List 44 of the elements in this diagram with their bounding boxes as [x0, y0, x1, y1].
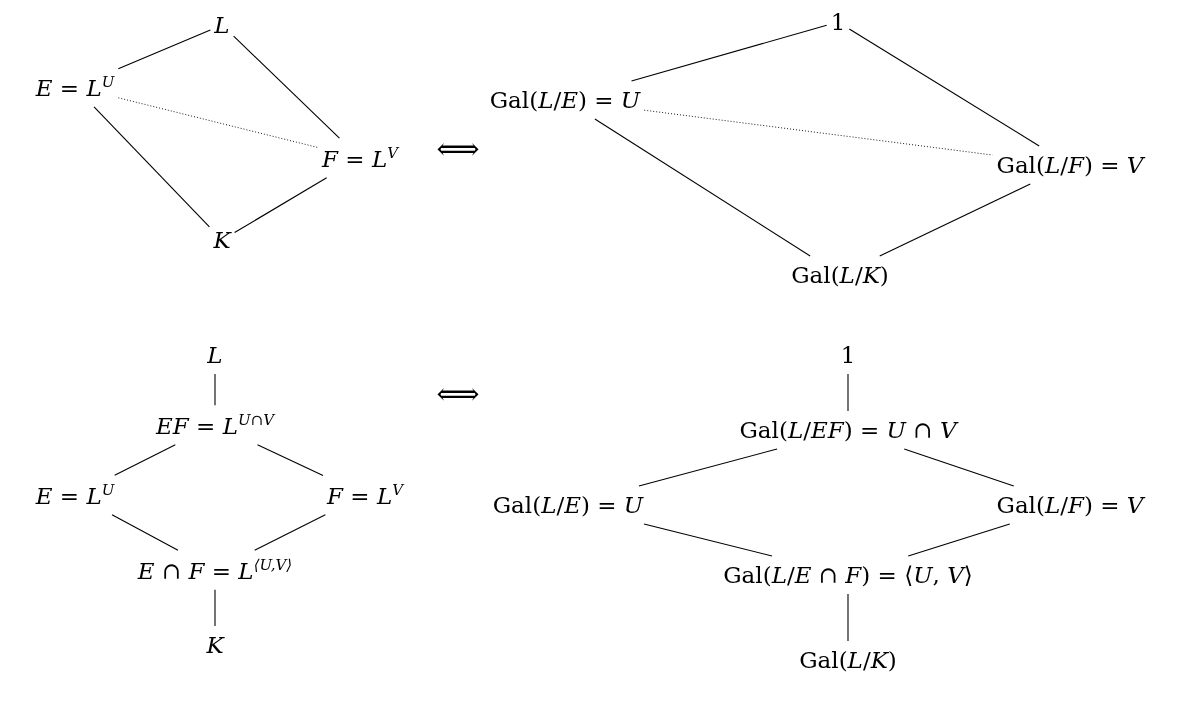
math-expression: F = L$^{V}$ [318, 138, 402, 178]
line [114, 444, 176, 476]
line [638, 448, 778, 487]
line [111, 514, 179, 551]
math-expression: 1 [826, 3, 850, 41]
line [254, 514, 326, 551]
math-expression: Gal(L/K) [795, 641, 901, 679]
line [847, 593, 849, 642]
math-expression: L [203, 336, 227, 374]
math-expression: K [209, 221, 235, 259]
math-expression: L [210, 6, 234, 44]
math-expression: Gal(L/K) [787, 256, 893, 294]
math-expression: K [202, 626, 228, 664]
math-expression: Gal(L/E) = U [488, 486, 648, 524]
line [907, 523, 1011, 557]
math-expression: E = L$^{U}$ [31, 475, 119, 515]
line [879, 183, 1031, 257]
line [847, 373, 849, 412]
math-expression: Gal(L/EF) = U ∩ V [735, 411, 961, 449]
equivalence-symbol: ⟺ [436, 375, 480, 411]
math-expression: Gal(L/E) = U [485, 81, 645, 119]
line [233, 35, 340, 139]
math-expression: 1 [836, 336, 860, 374]
math-expression: Gal(L/F) = V [992, 146, 1148, 184]
line [234, 177, 328, 234]
line [117, 29, 211, 70]
line [594, 118, 811, 257]
math-expression: Gal(L/F) = V [992, 486, 1148, 524]
math-expression: E = L$^{U}$ [31, 67, 119, 107]
line [643, 523, 773, 557]
math-expression: Gal(L/E ∩ F) = ⟨U, V⟩ [719, 556, 977, 594]
line [214, 373, 216, 406]
line [630, 24, 828, 82]
line [903, 448, 1015, 487]
dotted-line [117, 97, 319, 148]
line [214, 589, 216, 627]
dotted-line [643, 109, 993, 156]
equivalence-symbol: ⟺ [436, 130, 480, 166]
math-expression: F = L$^{V}$ [323, 475, 407, 515]
math-expression: E ∩ F = L$^{⟨U,V⟩}$ [133, 550, 297, 590]
line [848, 28, 1040, 147]
line [93, 106, 210, 228]
line [256, 444, 324, 476]
math-expression: EF = L$^{U∩V}$ [152, 405, 278, 445]
